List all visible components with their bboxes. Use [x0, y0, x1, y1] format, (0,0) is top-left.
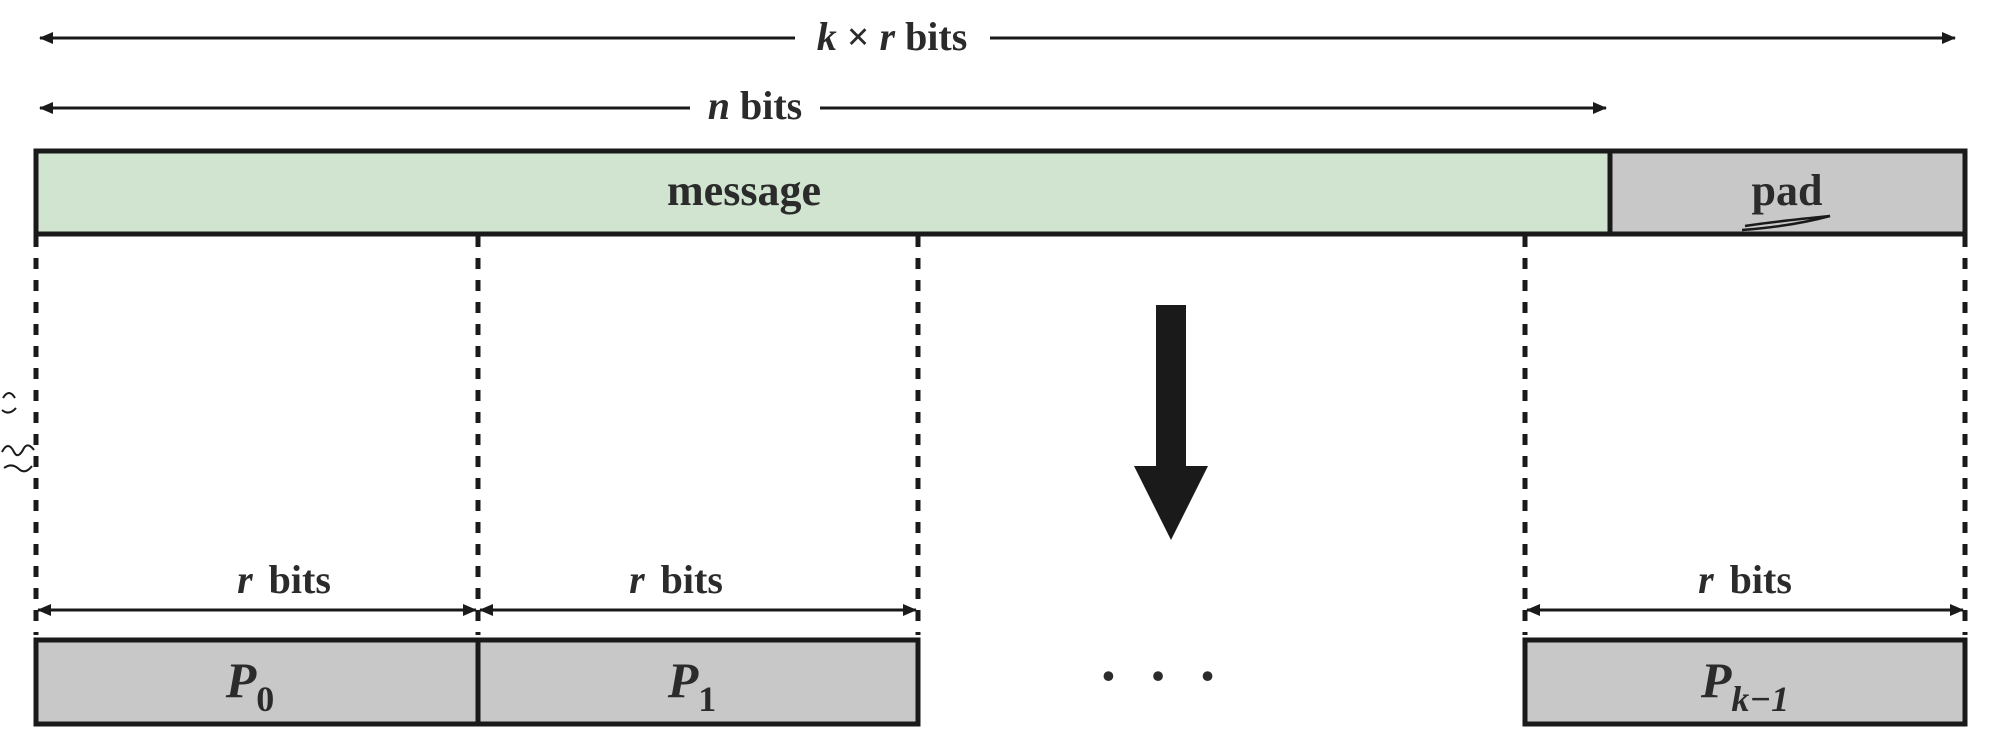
block-p0-label: P0 [225, 652, 275, 719]
message-length-label: n bits [708, 83, 803, 128]
block-p0 [33, 637, 481, 727]
block-pk-1-label: Pk−1 [1700, 652, 1789, 719]
block-p1 [475, 637, 921, 727]
block-pk-1 [1522, 637, 1968, 727]
handwritten-margin-marks [1, 392, 35, 473]
block-boundary-guides [33, 236, 1968, 635]
message-block [33, 148, 1613, 237]
block-p1-label: P1 [667, 652, 717, 719]
pad-label: pad [1752, 166, 1823, 215]
message-length-dimension: n bits [39, 83, 1607, 128]
down-arrow-icon [1134, 305, 1208, 540]
total-length-label: k × r bits [817, 14, 968, 59]
pad-underline-scribble [1741, 214, 1831, 232]
ellipsis: • • • [1102, 656, 1228, 696]
total-length-dimension: k × r bits [39, 14, 1956, 59]
message-label: message [667, 166, 821, 215]
